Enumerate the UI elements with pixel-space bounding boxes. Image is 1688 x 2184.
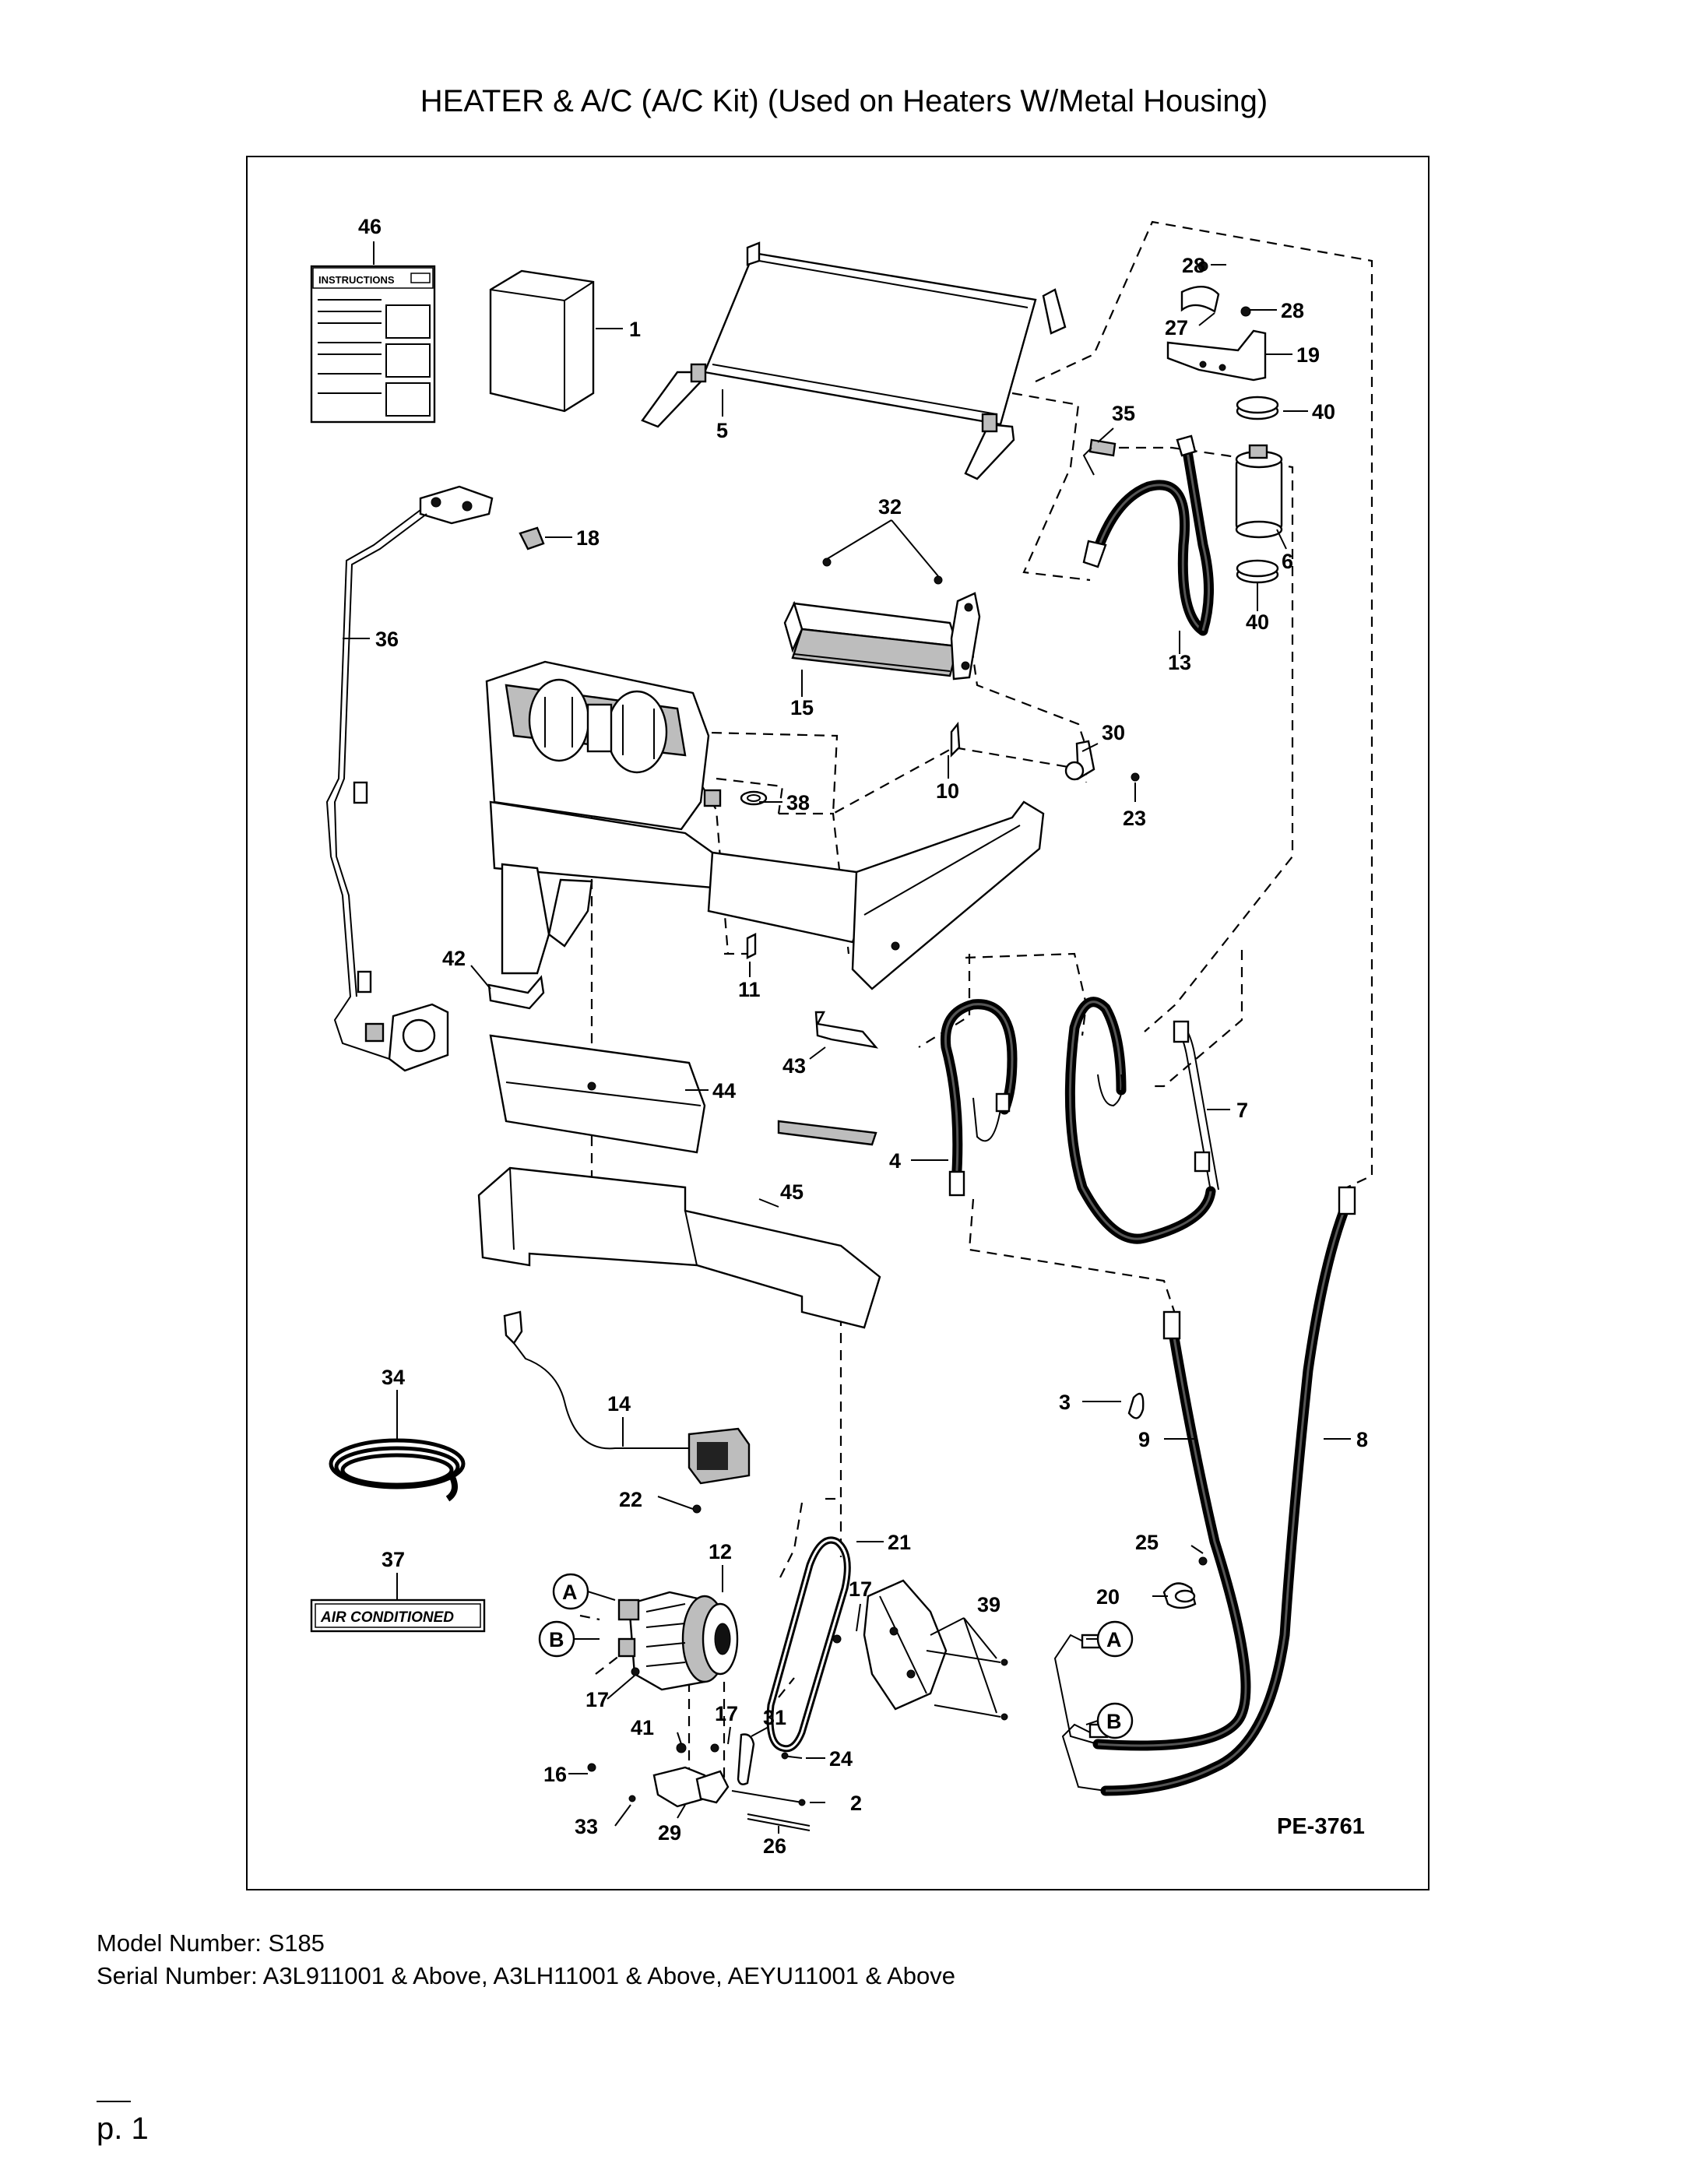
callout-28b: 28 bbox=[1281, 299, 1304, 322]
page-title: HEATER & A/C (A/C Kit) (Used on Heaters … bbox=[420, 84, 1268, 118]
callout-7: 7 bbox=[1236, 1099, 1248, 1122]
callout-46: 46 bbox=[358, 215, 382, 238]
callout-5: 5 bbox=[716, 419, 728, 442]
callout-38: 38 bbox=[786, 791, 810, 814]
callout-2: 2 bbox=[850, 1792, 862, 1815]
long-hoses-9-8-icon bbox=[1053, 1186, 1356, 1796]
leader-lines bbox=[343, 241, 1351, 1834]
exploded-parts-diagram: INSTRUCTIONS bbox=[310, 215, 1373, 1858]
callout-40a: 40 bbox=[1312, 400, 1335, 424]
cover-panel-icon bbox=[477, 1166, 881, 1329]
callout-32: 32 bbox=[878, 495, 902, 519]
callout-42: 42 bbox=[442, 947, 466, 970]
callout-16: 16 bbox=[543, 1763, 567, 1786]
marker-b-left: B bbox=[549, 1628, 564, 1651]
callout-10: 10 bbox=[936, 779, 959, 803]
clip-brackets-icon bbox=[950, 721, 1140, 782]
serial-number: Serial Number: A3L911001 & Above, A3LH11… bbox=[97, 1962, 956, 1989]
callout-43: 43 bbox=[782, 1054, 806, 1078]
callout-4: 4 bbox=[889, 1149, 901, 1173]
callout-11: 11 bbox=[738, 978, 761, 1001]
callout-19: 19 bbox=[1296, 343, 1320, 367]
mounting-brackets-icon bbox=[487, 975, 879, 1049]
thermostat-switch-icon bbox=[503, 1310, 751, 1514]
callout-6: 6 bbox=[1282, 550, 1293, 573]
diagram-frame bbox=[246, 156, 1430, 1890]
callout-23: 23 bbox=[1123, 807, 1146, 830]
drive-belt-icon bbox=[766, 1536, 851, 1753]
marker-a-left: A bbox=[562, 1581, 578, 1604]
page-number-rule bbox=[97, 2101, 131, 2102]
callout-17a: 17 bbox=[849, 1577, 872, 1601]
callout-30: 30 bbox=[1102, 721, 1125, 744]
compressor-mount-hardware-icon bbox=[587, 1667, 811, 1831]
drain-tube-coil-icon bbox=[329, 1438, 466, 1502]
callout-28a: 28 bbox=[1182, 254, 1205, 277]
callout-26: 26 bbox=[763, 1834, 786, 1858]
callout-21: 21 bbox=[888, 1531, 911, 1554]
callout-labels: 46 1 5 28 27 28 19 35 40 6 40 18 32 36 1… bbox=[358, 215, 1368, 1858]
callout-31: 31 bbox=[763, 1706, 786, 1729]
evaporator-icon bbox=[783, 557, 981, 681]
callout-17c: 17 bbox=[715, 1702, 738, 1725]
heater-blower-housing-icon bbox=[485, 660, 1045, 990]
model-number: Model Number: S185 bbox=[97, 1929, 325, 1957]
condenser-icon bbox=[641, 241, 1067, 480]
instructions-sheet-icon: INSTRUCTIONS bbox=[310, 265, 436, 424]
callout-34: 34 bbox=[382, 1366, 405, 1389]
callout-18: 18 bbox=[576, 526, 600, 550]
hose-7-icon bbox=[1064, 997, 1219, 1244]
belt-guard-icon bbox=[832, 1579, 1008, 1721]
hose-4-icon bbox=[940, 999, 1018, 1197]
callout-33: 33 bbox=[575, 1815, 598, 1838]
receiver-bracket-icon bbox=[1166, 261, 1267, 382]
callout-1: 1 bbox=[629, 318, 641, 341]
small-fittings-icon bbox=[1127, 1392, 1208, 1609]
instructions-label: INSTRUCTIONS bbox=[318, 274, 395, 286]
air-conditioned-decal-icon: AIR CONDITIONED bbox=[310, 1598, 486, 1633]
callout-20: 20 bbox=[1096, 1585, 1120, 1609]
wiring-harness-icon bbox=[325, 485, 545, 1072]
callout-45: 45 bbox=[780, 1180, 804, 1204]
callout-37: 37 bbox=[382, 1548, 405, 1571]
marker-b-right: B bbox=[1106, 1710, 1122, 1733]
callout-40b: 40 bbox=[1246, 610, 1269, 634]
callout-29: 29 bbox=[658, 1821, 681, 1845]
receiver-drier-icon bbox=[1235, 396, 1283, 584]
callout-8: 8 bbox=[1356, 1428, 1368, 1451]
callout-25: 25 bbox=[1135, 1531, 1159, 1554]
callout-15: 15 bbox=[790, 696, 814, 719]
callout-35: 35 bbox=[1112, 402, 1135, 425]
callout-44: 44 bbox=[712, 1079, 736, 1103]
callout-24: 24 bbox=[829, 1747, 853, 1771]
marker-a-right: A bbox=[1106, 1628, 1122, 1651]
page-number: p. 1 bbox=[97, 2112, 149, 2146]
callout-17b: 17 bbox=[586, 1688, 609, 1711]
callout-41: 41 bbox=[631, 1716, 654, 1739]
callout-39: 39 bbox=[977, 1593, 1000, 1616]
connection-markers bbox=[538, 1573, 1134, 1739]
drawing-code: PE-3761 bbox=[1277, 1814, 1365, 1839]
callout-3: 3 bbox=[1059, 1391, 1071, 1414]
callout-27: 27 bbox=[1165, 316, 1188, 339]
callout-14: 14 bbox=[607, 1392, 631, 1416]
pressure-switch-and-hose-icon bbox=[1082, 434, 1214, 636]
callout-12: 12 bbox=[709, 1540, 732, 1563]
callout-9: 9 bbox=[1138, 1428, 1150, 1451]
kit-box-icon bbox=[489, 269, 595, 413]
callout-13: 13 bbox=[1168, 651, 1191, 674]
compressor-icon bbox=[617, 1591, 739, 1691]
callout-22: 22 bbox=[619, 1488, 642, 1511]
callout-36: 36 bbox=[375, 628, 399, 651]
filter-panel-icon bbox=[489, 1034, 877, 1154]
decal-text: AIR CONDITIONED bbox=[320, 1609, 454, 1626]
